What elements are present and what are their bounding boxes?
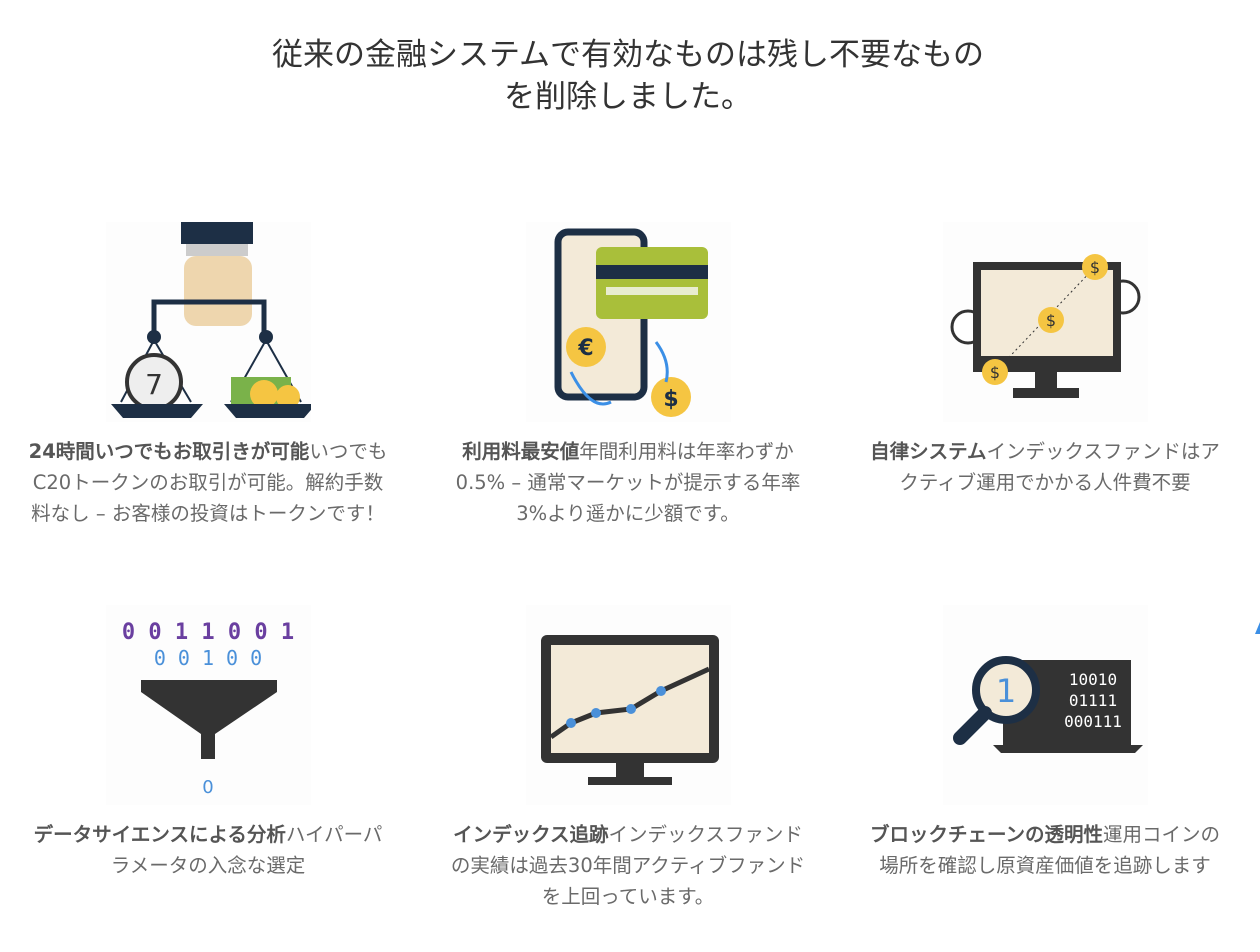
- feature-card: 7 24時間いつでもお取引きが可能いつでもC20トークンのお取引が可能。解約手数…: [28, 222, 388, 529]
- svg-text:0 0 1 1 0 0 1: 0 0 1 1 0 0 1: [121, 620, 293, 645]
- svg-text:$: $: [1045, 311, 1055, 330]
- svg-text:10010: 10010: [1068, 670, 1116, 689]
- svg-text:7: 7: [145, 368, 163, 401]
- svg-text:$: $: [989, 363, 999, 382]
- svg-text:1: 1: [995, 672, 1015, 710]
- page-title: 従来の金融システムで有効なものは残し不要なものを削除しました。: [200, 34, 1056, 118]
- title-line-2: を削除しました。: [504, 79, 752, 115]
- feature-heading: データサイエンスによる分析: [33, 823, 286, 846]
- feature-body: インデックスファンドの実績は過去30年間アクティブファンドを上回っています。: [450, 823, 806, 908]
- feature-card: 10010 01111 000111 1 ブロックチェーンの透明性運用コインの場所を確…: [865, 605, 1225, 881]
- svg-text:$: $: [1089, 258, 1099, 277]
- scale-clock-money-icon: 7: [105, 222, 311, 422]
- laptop-magnifier-binary-icon: 10010 01111 000111 1: [942, 605, 1148, 805]
- feature-heading: 24時間いつでもお取引きが可能: [28, 440, 310, 463]
- feature-heading: 自律システム: [870, 440, 987, 463]
- svg-text:€: €: [577, 336, 593, 361]
- feature-card: インデックス追跡インデックスファンドの実績は過去30年間アクティブファンドを上回…: [448, 605, 808, 912]
- scroll-to-top-button[interactable]: [1255, 622, 1260, 634]
- svg-text:01111: 01111: [1068, 691, 1116, 710]
- feature-body: 運用コインの場所を確認し原資産価値を追跡します: [879, 823, 1221, 877]
- svg-text:000111: 000111: [1064, 712, 1122, 731]
- svg-text:$: $: [663, 387, 678, 412]
- feature-body: いつでもC20トークンのお取引が可能。解約手数料なし – お客様の投資はトークン…: [31, 440, 388, 525]
- feature-card: $ $ $ 自律システムインデックスファンドはアクティブ運用でかかる人件費不要: [865, 222, 1225, 498]
- feature-heading: ブロックチェーンの透明性: [869, 823, 1103, 846]
- monitor-line-chart-icon: [525, 605, 731, 805]
- feature-body: インデックスファンドはアクティブ運用でかかる人件費不要: [899, 440, 1220, 494]
- feature-heading: インデックス追跡: [453, 823, 609, 846]
- svg-text:0 0 1 0 0: 0 0 1 0 0: [153, 646, 261, 670]
- feature-card: €$ 利用料最安値年間利用料は年率わずか0.5% – 通常マーケットが提示する年…: [448, 222, 808, 529]
- feature-heading: 利用料最安値: [462, 440, 580, 463]
- svg-text:0: 0: [202, 777, 213, 798]
- monitor-gears-dollar-icon: $ $ $: [942, 222, 1148, 422]
- title-line-1: 従来の金融システムで有効なものは残し不要なもの: [271, 37, 985, 73]
- feature-body: 年間利用料は年率わずか0.5% – 通常マーケットが提示する年率3%より遥かに少…: [455, 440, 801, 525]
- phone-card-currency-icon: €$: [525, 222, 731, 422]
- feature-body: ハイパーパラメータの入念な選定: [110, 823, 383, 877]
